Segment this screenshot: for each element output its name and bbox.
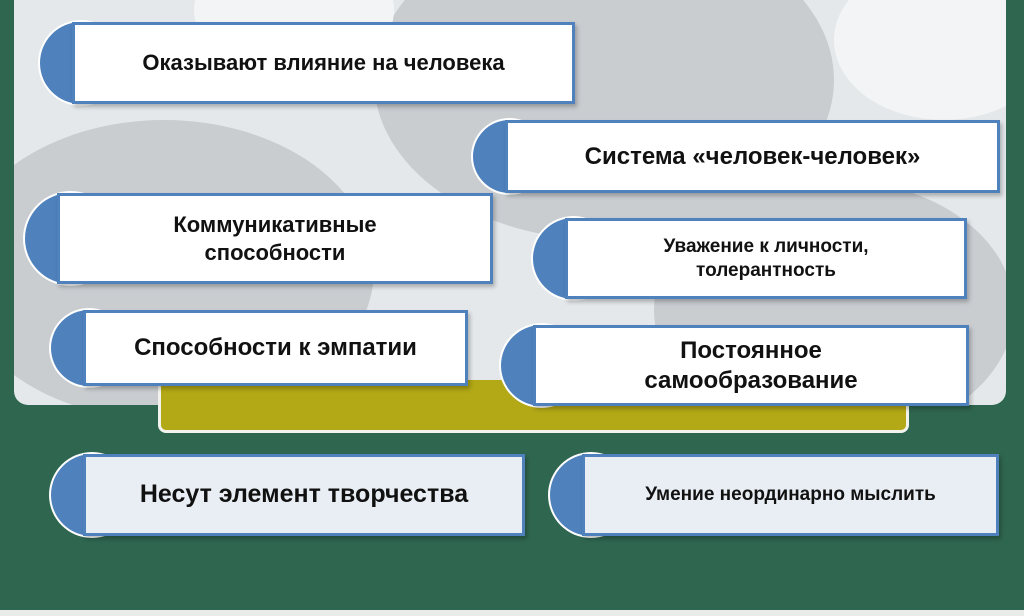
- item-label: Умение неординарно мыслить: [582, 454, 999, 536]
- item-creativity: Несут элемент творчества: [51, 454, 525, 536]
- item-label: Оказывают влияние на человека: [72, 22, 575, 104]
- item-thinking: Умение неординарно мыслить: [550, 454, 999, 536]
- divider: [0, 610, 1024, 616]
- item-system: Система «человек-человек»: [473, 120, 1000, 193]
- item-label: Постоянное самообразование: [533, 325, 969, 406]
- item-empathy: Способности к эмпатии: [51, 310, 468, 386]
- item-label: Несут элемент творчества: [83, 454, 525, 536]
- item-respect: Уважение к личности, толерантность: [533, 218, 967, 299]
- item-label: Способности к эмпатии: [83, 310, 468, 386]
- item-label: Уважение к личности, толерантность: [565, 218, 967, 299]
- map-continent: [834, 0, 1006, 120]
- item-communicative: Коммуникативные способности: [25, 193, 493, 284]
- item-label: Система «человек-человек»: [505, 120, 1000, 193]
- item-influence: Оказывают влияние на человека: [40, 22, 575, 104]
- item-label: Коммуникативные способности: [57, 193, 493, 284]
- item-self-education: Постоянное самообразование: [501, 325, 969, 406]
